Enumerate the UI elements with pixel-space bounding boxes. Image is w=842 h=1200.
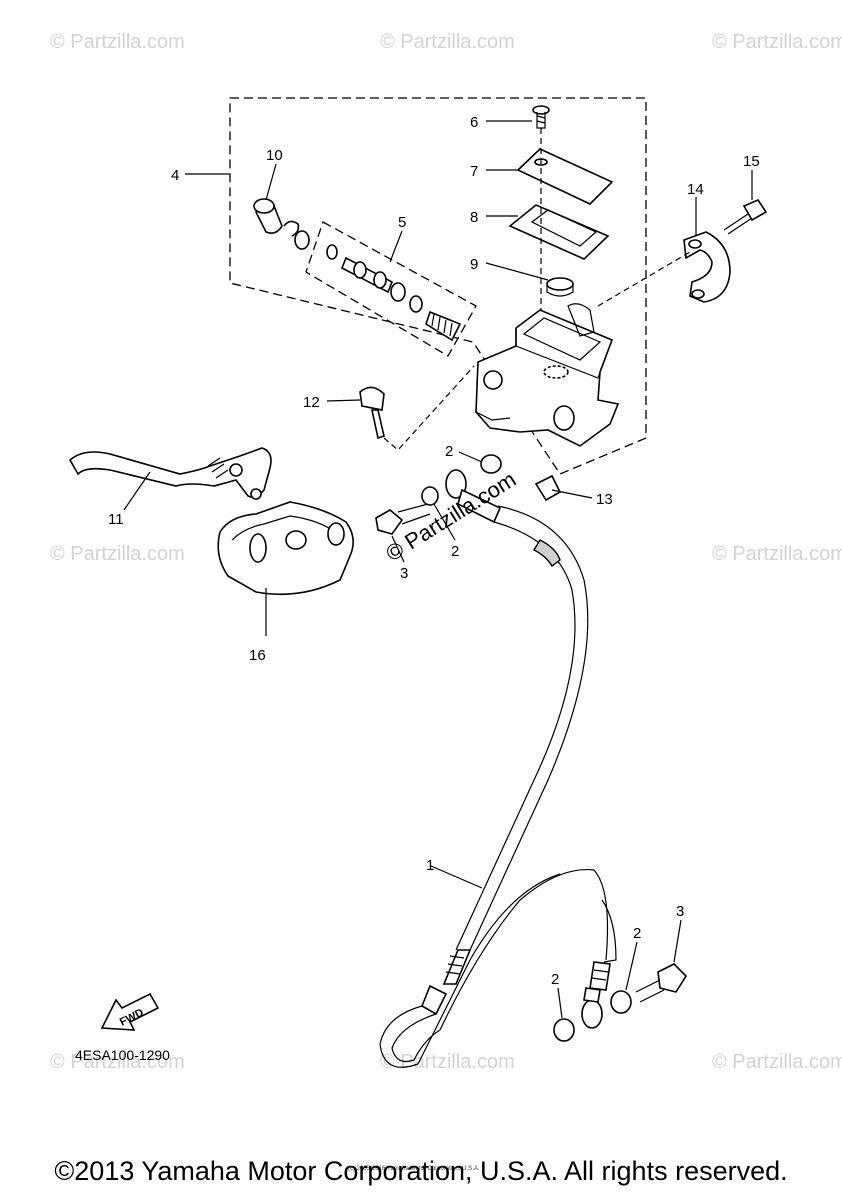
callout-9: 9 bbox=[470, 256, 478, 273]
watermark: © Partzilla.com bbox=[712, 31, 842, 53]
washer-part bbox=[421, 486, 439, 506]
callout-1: 1 bbox=[426, 857, 434, 874]
bolt-part bbox=[723, 199, 768, 235]
pivot-bolt-part bbox=[359, 386, 385, 440]
bleed-screw-part bbox=[534, 474, 562, 502]
diaphragm-plate-part bbox=[508, 204, 610, 260]
callout-14: 14 bbox=[687, 181, 704, 198]
diagram-code: 4ESA100-1290 bbox=[75, 1047, 170, 1063]
watermark: © Partzilla.com bbox=[50, 31, 185, 53]
callout-3: 3 bbox=[400, 565, 408, 582]
union-bolt-part bbox=[375, 503, 431, 535]
fwd-arrow-icon: FWD bbox=[100, 992, 160, 1031]
callout-2: 2 bbox=[633, 925, 641, 942]
callout-labels: 1 2 2 2 2 3 3 4 5 6 7 8 9 10 11 12 13 14… bbox=[108, 114, 760, 988]
holder-clamp-part bbox=[683, 231, 731, 303]
lever-cover-part bbox=[217, 501, 354, 596]
callout-15: 15 bbox=[743, 153, 760, 170]
watermark: © Partzilla.com bbox=[50, 1051, 185, 1073]
dust-boot-part bbox=[253, 198, 283, 234]
callout-4: 4 bbox=[171, 167, 179, 184]
callout-2: 2 bbox=[451, 543, 459, 560]
leader-lines bbox=[123, 120, 753, 1019]
screw-part bbox=[532, 105, 550, 129]
callout-5: 5 bbox=[398, 214, 406, 231]
diaphragm-part bbox=[546, 277, 574, 297]
callout-6: 6 bbox=[470, 114, 478, 131]
copyright-notice: ©2013 Yamaha Motor Corporation, U.S.A. A… bbox=[54, 1156, 788, 1186]
watermark: © Partzilla.com bbox=[712, 1051, 842, 1073]
watermark-layer: © Partzilla.com © Partzilla.com © Partzi… bbox=[50, 31, 842, 1073]
brake-lever-part bbox=[68, 447, 272, 500]
callout-11: 11 bbox=[108, 511, 124, 528]
callout-7: 7 bbox=[470, 163, 478, 180]
callout-10: 10 bbox=[266, 147, 283, 164]
callout-13: 13 bbox=[596, 491, 613, 508]
washer-part bbox=[610, 990, 632, 1014]
callout-2: 2 bbox=[551, 971, 559, 988]
brake-hose-part bbox=[379, 469, 617, 1068]
fine-print: (c) 2005-2016 Yamaha Motor Corporation, … bbox=[348, 1166, 480, 1172]
watermark: © Partzilla.com bbox=[50, 543, 185, 565]
piston-kit-boundary bbox=[305, 221, 477, 357]
watermark: © Partzilla.com bbox=[380, 31, 515, 53]
callout-12: 12 bbox=[303, 394, 320, 411]
watermark: © Partzilla.com bbox=[712, 543, 842, 565]
master-cylinder-body bbox=[475, 303, 620, 447]
callout-16: 16 bbox=[249, 647, 266, 664]
washer-part bbox=[480, 454, 502, 474]
reservoir-cap-part bbox=[516, 148, 614, 205]
piston-kit-part bbox=[326, 244, 462, 342]
watermark: © Partzilla.com bbox=[380, 1051, 515, 1073]
callout-2: 2 bbox=[445, 443, 453, 460]
callout-8: 8 bbox=[470, 209, 478, 226]
washer-part bbox=[553, 1018, 575, 1042]
union-bolt-part bbox=[635, 963, 688, 1003]
callout-3: 3 bbox=[676, 903, 684, 920]
